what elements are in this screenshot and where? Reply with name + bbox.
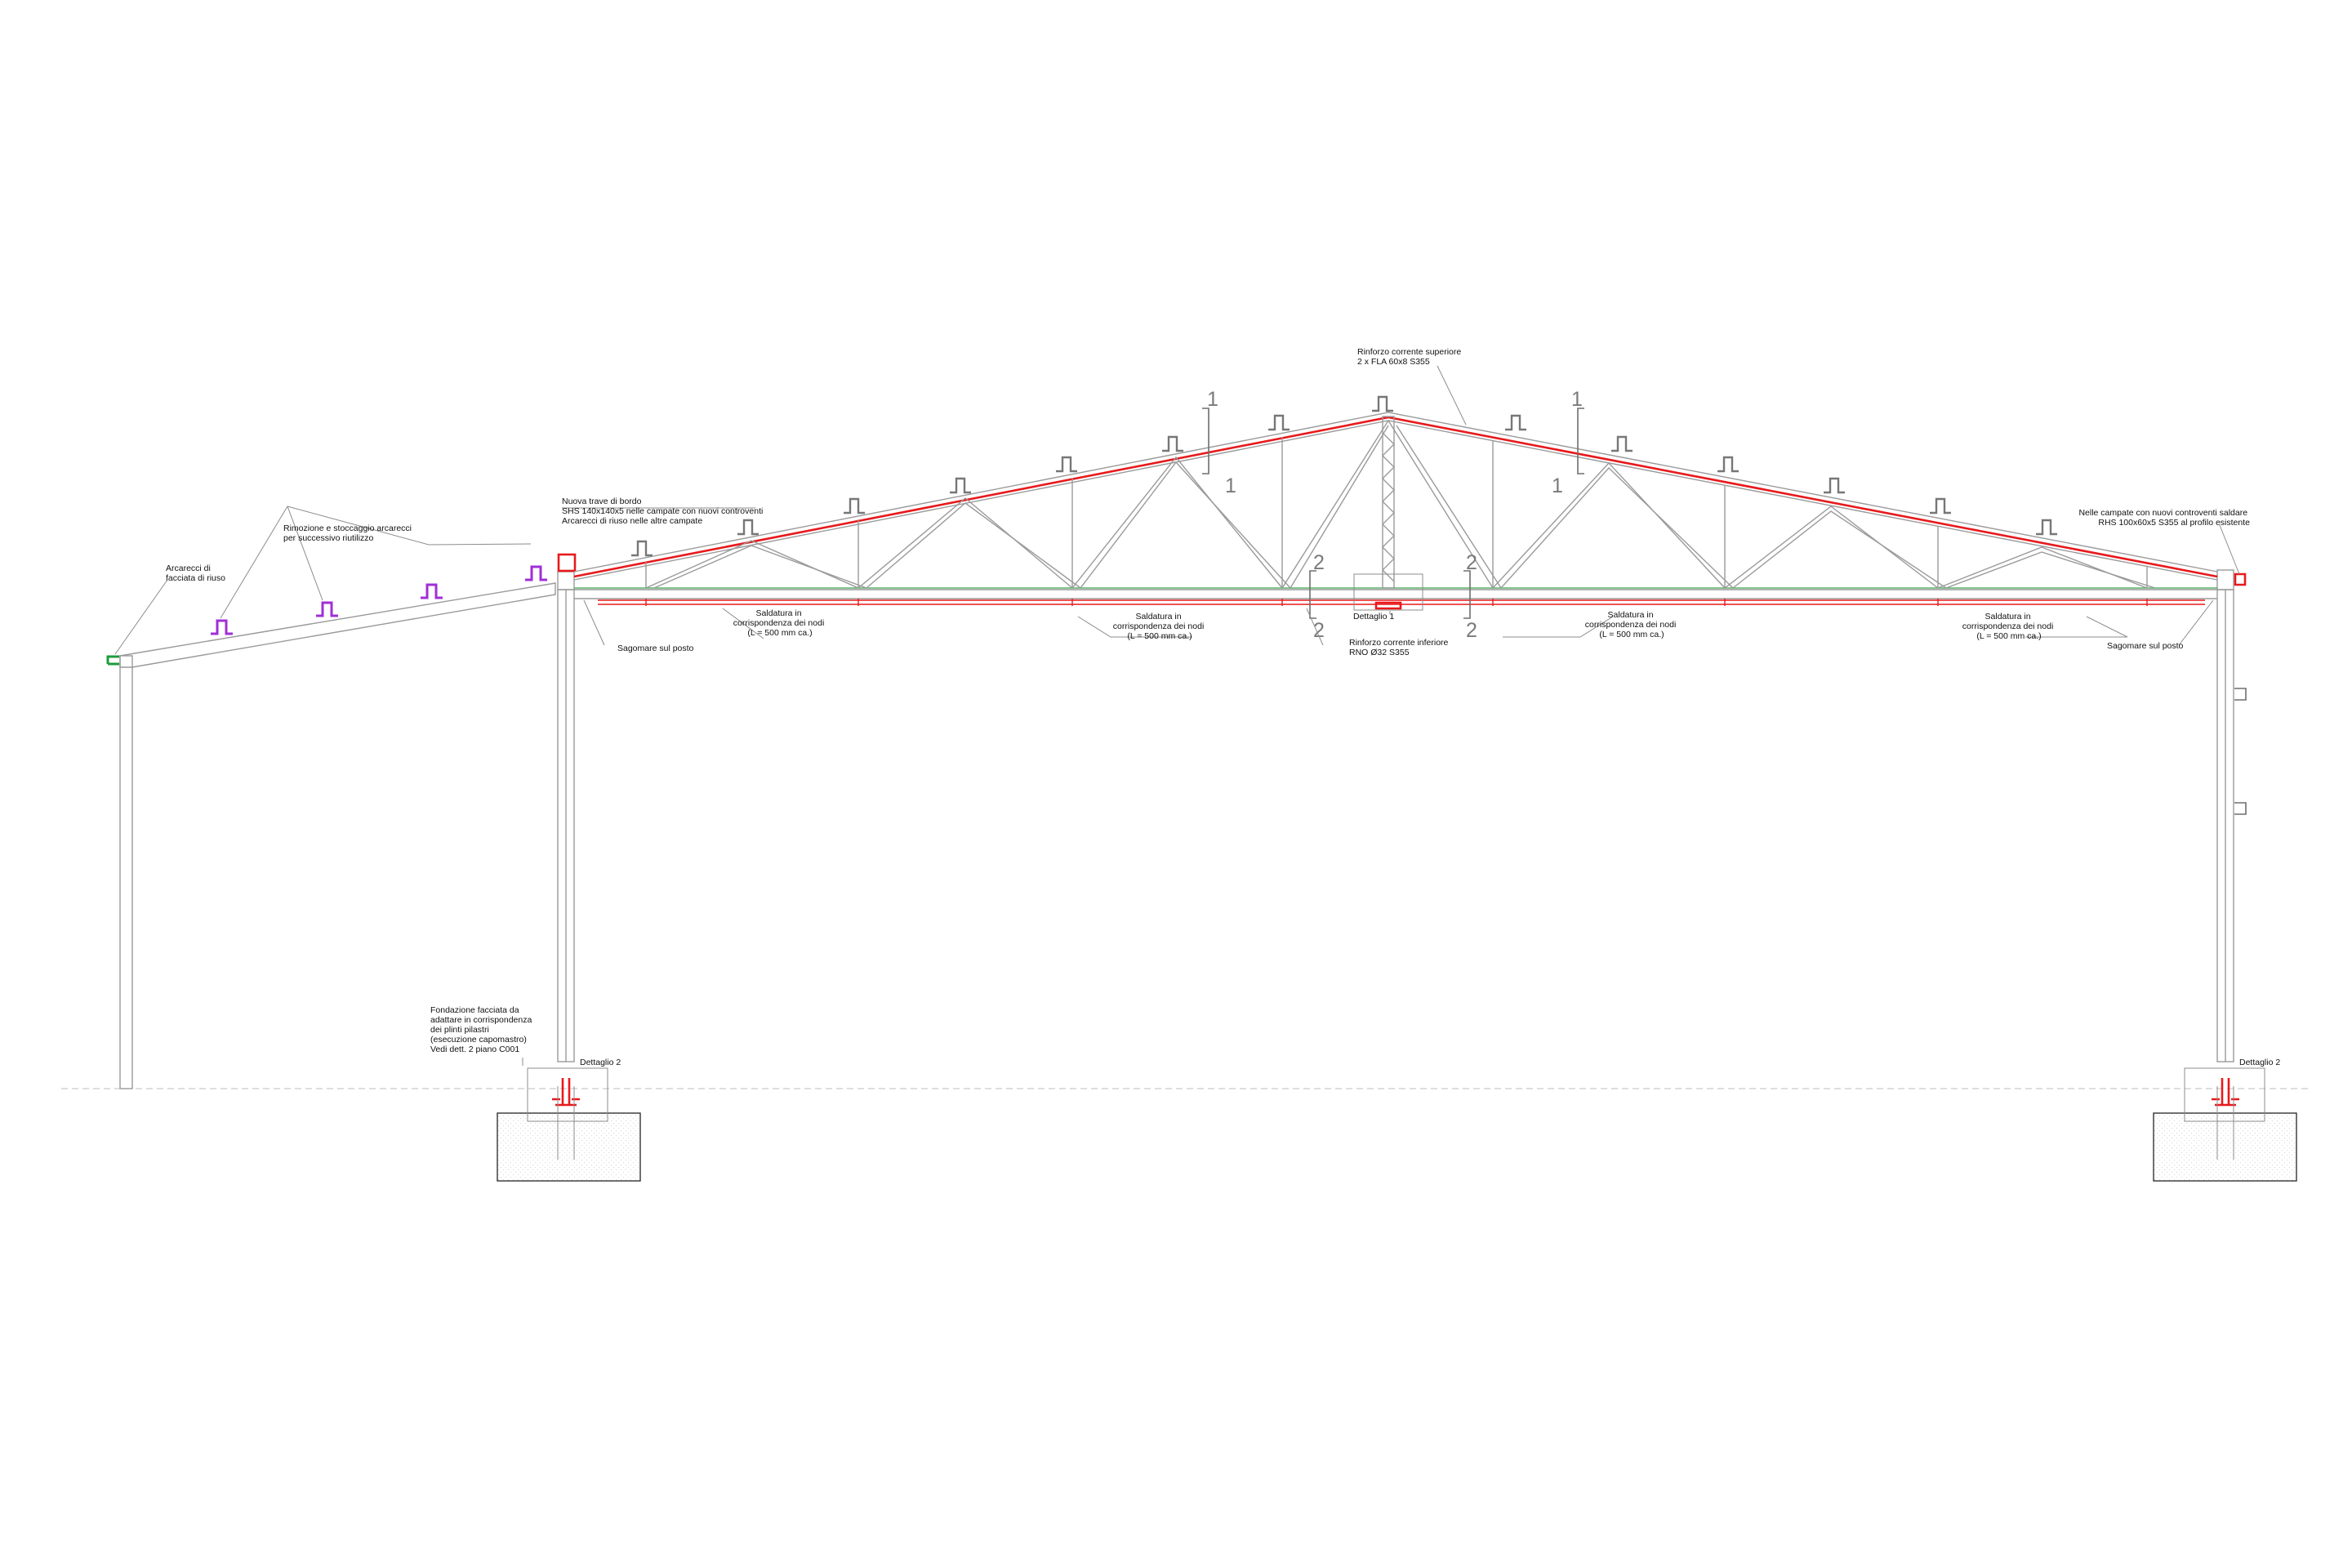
section-1-right-bottom: 1 bbox=[1552, 474, 1563, 497]
label-rinforzo-superiore: Rinforzo corrente superiore 2 x FLA 60x8… bbox=[1357, 347, 1463, 367]
annex-column bbox=[119, 655, 133, 1089]
label-sagomare-left: Sagomare sul posto bbox=[617, 644, 694, 653]
central-splice-plate bbox=[1374, 601, 1402, 610]
label-dettaglio-2-right: Dettaglio 2 bbox=[2239, 1058, 2280, 1067]
weld-node-markers bbox=[645, 599, 2148, 606]
label-fondazione: Fondazione facciata da adattare in corri… bbox=[430, 1005, 534, 1054]
label-rimozione: Rimozione e stoccaggio arcarecci per suc… bbox=[283, 523, 414, 543]
purple-purlin-4 bbox=[525, 565, 547, 581]
annex-rafter bbox=[119, 582, 556, 668]
roof-purlins bbox=[631, 395, 2057, 557]
purlin-r6 bbox=[2036, 519, 2057, 536]
left-foundation bbox=[497, 1067, 641, 1182]
purlin-l4 bbox=[950, 477, 971, 494]
truss-verticals bbox=[645, 437, 2148, 588]
purlin-r5 bbox=[1930, 497, 1951, 514]
label-saldatura-4: Saldatura in corrispondenza dei nodi (L … bbox=[1962, 612, 2056, 641]
section-1-left-top: 1 bbox=[1207, 388, 1218, 411]
column-bracket-1 bbox=[2234, 688, 2247, 701]
left-base-reinforcement bbox=[552, 1078, 580, 1107]
purlin-l3 bbox=[844, 497, 865, 514]
label-dettaglio-2-left: Dettaglio 2 bbox=[580, 1058, 621, 1067]
annex-structure bbox=[106, 582, 556, 1089]
section-marks: 1 1 1 1 2 2 2 2 bbox=[1202, 388, 1584, 642]
truss-top-chord bbox=[573, 412, 2218, 572]
purlin-r4 bbox=[1824, 477, 1845, 494]
left-main-column bbox=[552, 553, 580, 1107]
roof-truss bbox=[573, 412, 2218, 611]
new-edge-beam bbox=[557, 553, 577, 572]
purlins-removed bbox=[211, 565, 547, 635]
section-2-right-top: 2 bbox=[1466, 551, 1477, 574]
section-1-right-top: 1 bbox=[1571, 388, 1583, 411]
right-base-reinforcement bbox=[2212, 1078, 2239, 1107]
label-nuova-trave: Nuova trave di bordo SHS 140x140x5 nelle… bbox=[562, 497, 765, 526]
purlin-r3 bbox=[1717, 456, 1739, 473]
section-2-right-bottom: 2 bbox=[1466, 619, 1477, 642]
purlin-l7 bbox=[1268, 414, 1290, 431]
purlin-l6 bbox=[1162, 435, 1183, 452]
purple-purlin-2 bbox=[316, 601, 338, 617]
purple-purlin-1 bbox=[211, 619, 233, 635]
purlin-r1 bbox=[1505, 414, 1526, 431]
purple-purlin-3 bbox=[421, 583, 443, 599]
section-2-left-top: 2 bbox=[1313, 551, 1325, 574]
label-sagomare-right: Sagomare sul posto bbox=[2107, 641, 2184, 651]
truss-diagonals bbox=[645, 420, 2156, 590]
purlin-l5 bbox=[1056, 456, 1077, 473]
top-chord-reinforcement bbox=[573, 416, 2218, 578]
truss-king-post bbox=[1382, 416, 1395, 589]
purlin-r2 bbox=[1611, 435, 1633, 452]
right-rhs-reinforcement bbox=[2234, 572, 2247, 586]
right-foundation bbox=[2153, 1067, 2297, 1182]
column-bracket-2 bbox=[2234, 802, 2247, 815]
purlin-l1 bbox=[631, 540, 653, 557]
facade-purlin bbox=[106, 655, 119, 666]
section-2-left-bottom: 2 bbox=[1313, 619, 1325, 642]
label-saldatura-1: Saldatura in corrispondenza dei nodi (L … bbox=[733, 608, 826, 638]
purlin-l2 bbox=[737, 519, 759, 536]
right-main-column bbox=[2212, 569, 2247, 1107]
leader-lines bbox=[114, 365, 2240, 1066]
label-saldatura-3: Saldatura in corrispondenza dei nodi (L … bbox=[1585, 610, 1678, 639]
labels: Arcarecci di facciata di riuso Rimozione… bbox=[166, 347, 2280, 1067]
label-nelle-campate: Nelle campate con nuovi controventi sald… bbox=[2078, 508, 2250, 528]
purlin-ridge bbox=[1372, 395, 1393, 412]
dettaglio-1-box bbox=[1353, 573, 1423, 611]
label-saldatura-2: Saldatura in corrispondenza dei nodi (L … bbox=[1113, 612, 1206, 641]
section-1-left-bottom: 1 bbox=[1225, 474, 1236, 497]
label-arcarecci-facciata: Arcarecci di facciata di riuso bbox=[166, 564, 225, 583]
label-rinforzo-inferiore: Rinforzo corrente inferiore RNO Ø32 S355 bbox=[1349, 638, 1450, 657]
label-dettaglio-1: Dettaglio 1 bbox=[1353, 612, 1394, 621]
